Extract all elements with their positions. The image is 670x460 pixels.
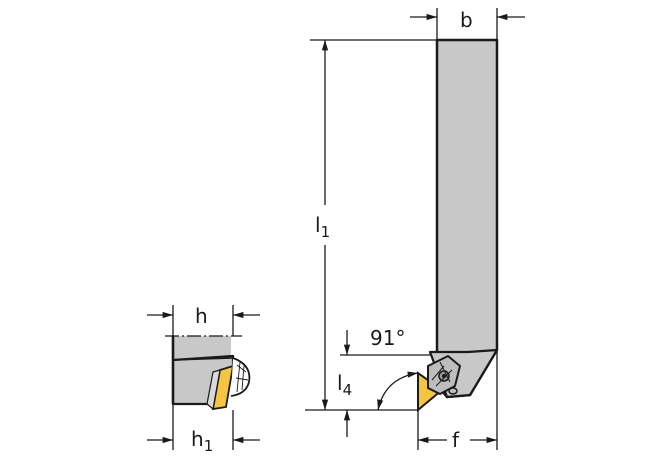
label-angle: 91° <box>370 326 405 350</box>
label-b: b <box>460 8 473 32</box>
dimension-l4: l4 <box>337 330 430 437</box>
dimension-f: f <box>417 350 498 452</box>
dimension-l1: l1 <box>305 39 437 411</box>
dimension-h: h <box>147 304 260 336</box>
side-clamp-icon <box>230 357 251 397</box>
side-view: h h1 <box>147 304 260 455</box>
shank-body <box>435 38 499 399</box>
label-h: h <box>195 304 208 328</box>
label-l1: l1 <box>315 213 330 241</box>
clamp-icon <box>427 354 462 396</box>
label-f: f <box>452 428 460 452</box>
dimension-b: b <box>410 8 525 40</box>
dimension-angle: 91° <box>370 326 419 411</box>
dimension-h1: h1 <box>147 404 260 455</box>
label-h1: h1 <box>191 427 213 455</box>
label-l4: l4 <box>337 371 352 399</box>
top-view: b l1 l4 91° f <box>305 8 525 452</box>
